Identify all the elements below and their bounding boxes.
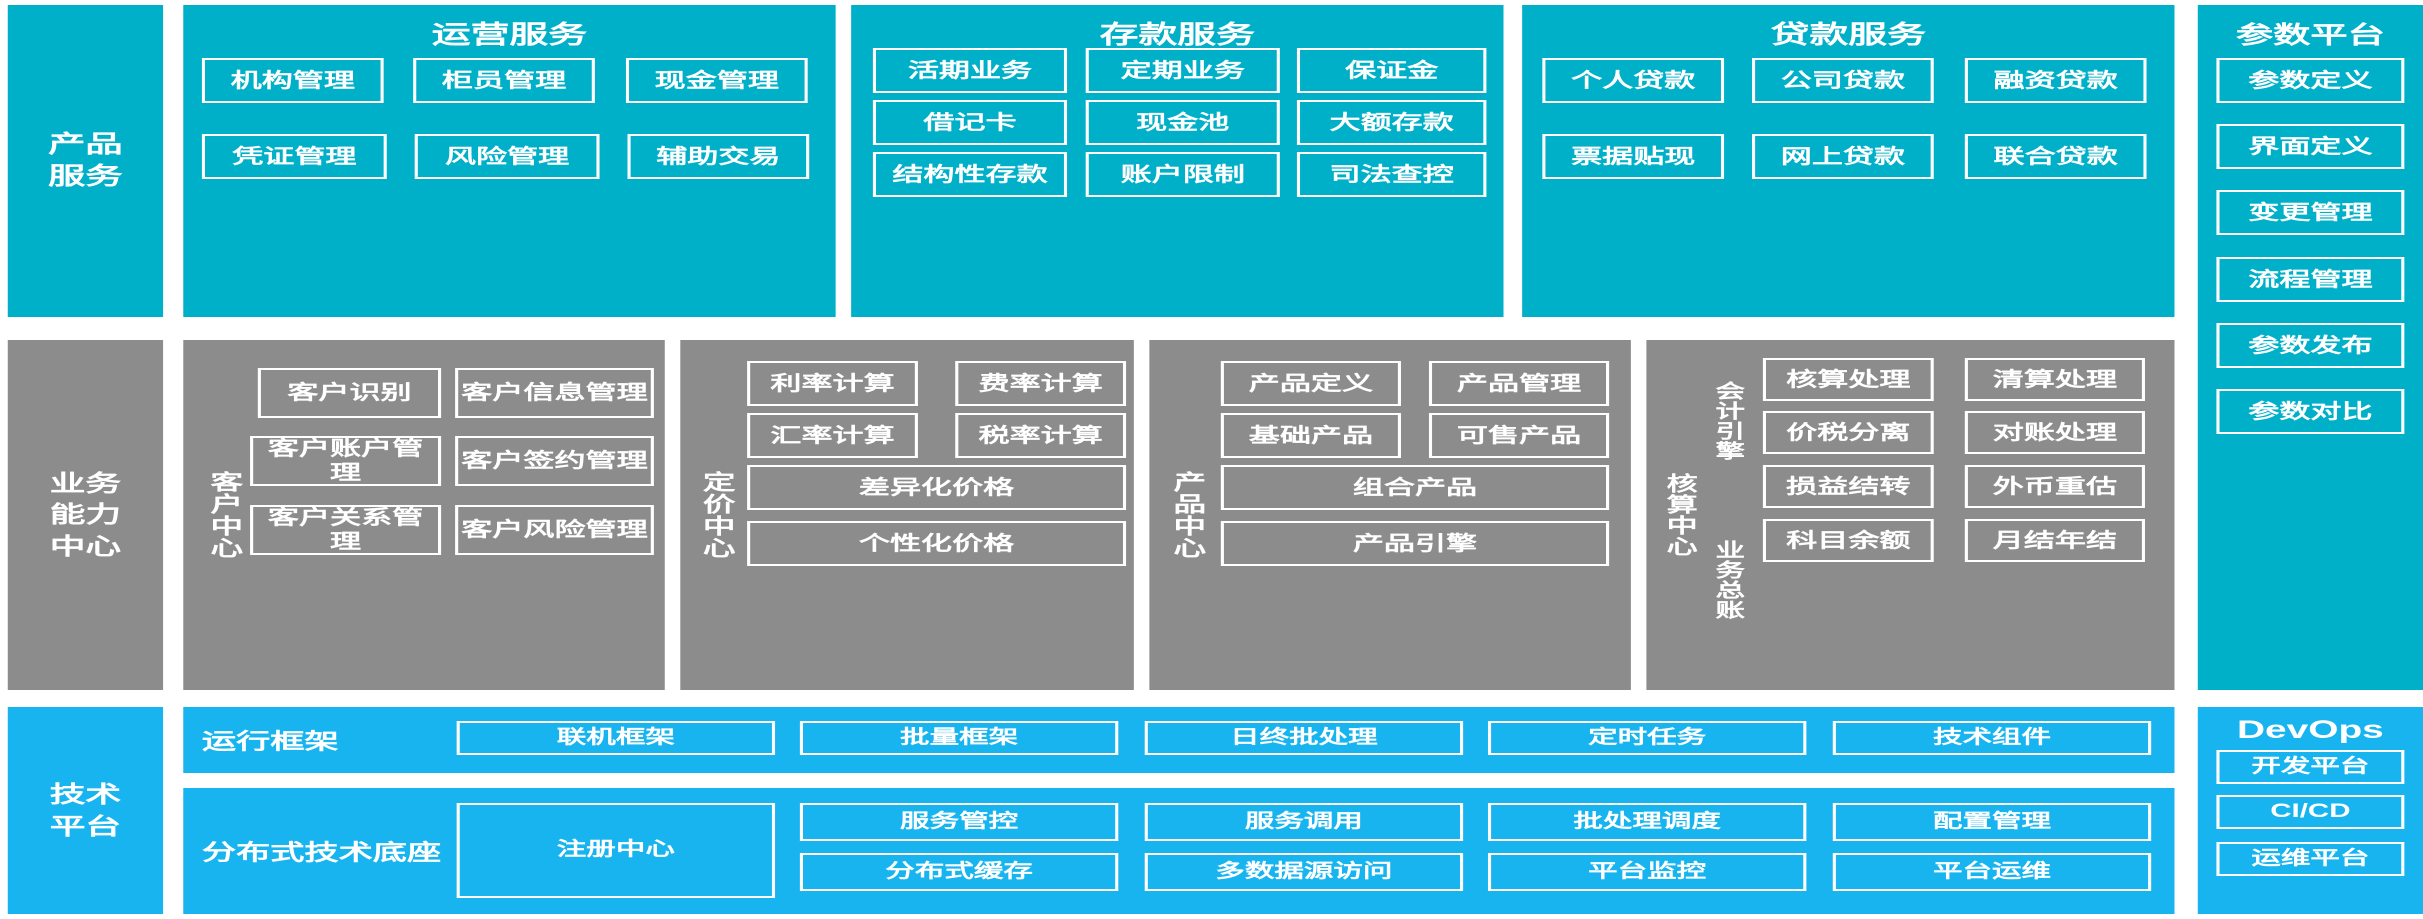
cell-accounting-5[interactable]: 外币重估 <box>1964 465 2145 508</box>
cell-product-0[interactable]: 产品定义 <box>1220 361 1401 406</box>
cell-pricing-5[interactable]: 个性化价格 <box>747 521 1127 566</box>
cell-parameter-4[interactable]: 参数发布 <box>2216 323 2405 368</box>
cell-deposit-0[interactable]: 活期业务 <box>872 48 1068 93</box>
cell-deposit-8[interactable]: 司法查控 <box>1296 152 1487 197</box>
cell-registry-center[interactable]: 注册中心 <box>456 803 776 898</box>
cell-runtime-1[interactable]: 批量框架 <box>799 721 1119 755</box>
cell-product-4[interactable]: 组合产品 <box>1220 465 1610 510</box>
cell-product-1[interactable]: 产品管理 <box>1428 361 1610 406</box>
cell-accounting-7[interactable]: 月结年结 <box>1964 519 2145 562</box>
cell-operations-1[interactable]: 柜员管理 <box>413 58 595 103</box>
cell-runtime-3[interactable]: 定时任务 <box>1487 721 1807 755</box>
group-title-deposit: 存款服务 <box>1099 21 1255 49</box>
cell-deposit-2[interactable]: 保证金 <box>1296 48 1487 93</box>
cell-pricing-4[interactable]: 差异化价格 <box>747 465 1127 510</box>
cell-parameter-5[interactable]: 参数对比 <box>2216 389 2405 434</box>
center-pricing-label: 定价中心 <box>698 471 735 559</box>
cell-deposit-1[interactable]: 定期业务 <box>1085 48 1280 93</box>
cell-customer-5[interactable]: 客户风险管理 <box>455 505 654 555</box>
cell-loan-3[interactable]: 票据贴现 <box>1542 134 1725 179</box>
cell-deposit-4[interactable]: 现金池 <box>1085 100 1280 145</box>
cell-deposit-6[interactable]: 结构性存款 <box>872 152 1068 197</box>
cell-loan-1[interactable]: 公司贷款 <box>1752 58 1934 103</box>
cell-deposit-3[interactable]: 借记卡 <box>872 100 1068 145</box>
cell-product-2[interactable]: 基础产品 <box>1220 413 1401 458</box>
cell-parameter-3[interactable]: 流程管理 <box>2216 257 2405 302</box>
cell-deposit-5[interactable]: 大额存款 <box>1296 100 1487 145</box>
cell-operations-4[interactable]: 风险管理 <box>414 134 600 179</box>
cell-pricing-3[interactable]: 税率计算 <box>955 413 1127 458</box>
accounting-sublabel-ledger: 业务总账 <box>1710 540 1744 620</box>
center-customer-label: 客户中心 <box>206 471 243 559</box>
parameter-platform-title: 参数平台 <box>2235 22 2385 49</box>
group-title-operations: 运营服务 <box>431 21 588 49</box>
cell-pricing-0[interactable]: 利率计算 <box>747 361 918 406</box>
cell-accounting-0[interactable]: 核算处理 <box>1762 358 1934 401</box>
accounting-sublabel-engine: 会计引擎 <box>1710 380 1744 461</box>
cell-customer-2[interactable]: 客户账户管理 <box>250 436 442 486</box>
cell-loan-5[interactable]: 联合贷款 <box>1964 134 2147 179</box>
center-accounting-label: 核算中心 <box>1661 473 1696 557</box>
cell-devops-0[interactable]: 开发平台 <box>2216 750 2405 784</box>
cell-operations-2[interactable]: 现金管理 <box>625 58 808 103</box>
cell-parameter-0[interactable]: 参数定义 <box>2216 58 2405 103</box>
cell-customer-1[interactable]: 客户信息管理 <box>455 368 654 418</box>
cell-customer-4[interactable]: 客户关系管理 <box>250 505 442 555</box>
cell-parameter-2[interactable]: 变更管理 <box>2216 190 2405 235</box>
cell-base-c2-r0[interactable]: 批处理调度 <box>1487 803 1807 841</box>
cell-base-c3-r1[interactable]: 平台运维 <box>1832 853 2152 891</box>
cell-operations-0[interactable]: 机构管理 <box>201 58 384 103</box>
cell-loan-2[interactable]: 融资贷款 <box>1964 58 2147 103</box>
section-runtime-framework-label: 运行框架 <box>201 729 339 754</box>
section-distributed-base-label: 分布式技术底座 <box>201 840 442 865</box>
devops-title: DevOps <box>2237 716 2384 744</box>
cell-base-c0-r0[interactable]: 服务管控 <box>799 803 1119 841</box>
row-label-business-capability: 业务 能力 中心 <box>7 340 164 690</box>
group-title-loan: 贷款服务 <box>1770 21 1926 49</box>
cell-parameter-1[interactable]: 界面定义 <box>2216 124 2405 169</box>
cell-product-5[interactable]: 产品引擎 <box>1220 521 1610 566</box>
cell-base-c1-r0[interactable]: 服务调用 <box>1144 803 1464 841</box>
cell-accounting-2[interactable]: 价税分离 <box>1762 411 1934 454</box>
cell-operations-5[interactable]: 辅助交易 <box>627 134 810 179</box>
cell-runtime-2[interactable]: 日终批处理 <box>1144 721 1464 755</box>
center-product-label: 产品中心 <box>1169 471 1206 559</box>
cell-customer-0[interactable]: 客户识别 <box>257 368 442 418</box>
cell-pricing-2[interactable]: 汇率计算 <box>747 413 918 458</box>
cell-accounting-3[interactable]: 对账处理 <box>1964 411 2145 454</box>
row-label-technical-platform: 技术 平台 <box>7 707 164 914</box>
cell-runtime-0[interactable]: 联机框架 <box>456 721 776 755</box>
cell-customer-3[interactable]: 客户签约管理 <box>455 436 654 486</box>
cell-pricing-1[interactable]: 费率计算 <box>955 361 1127 406</box>
cell-loan-0[interactable]: 个人贷款 <box>1542 58 1725 103</box>
cell-runtime-4[interactable]: 技术组件 <box>1832 721 2152 755</box>
cell-base-c2-r1[interactable]: 平台监控 <box>1487 853 1807 891</box>
row-label-product-service: 产品 服务 <box>7 5 164 317</box>
cell-devops-2[interactable]: 运维平台 <box>2216 842 2405 876</box>
cell-base-c1-r1[interactable]: 多数据源访问 <box>1144 853 1464 891</box>
cell-product-3[interactable]: 可售产品 <box>1428 413 1610 458</box>
cell-deposit-7[interactable]: 账户限制 <box>1085 152 1280 197</box>
cell-operations-3[interactable]: 凭证管理 <box>201 134 387 179</box>
cell-accounting-6[interactable]: 科目余额 <box>1762 519 1934 562</box>
cell-accounting-1[interactable]: 清算处理 <box>1964 358 2145 401</box>
cell-devops-1[interactable]: CI/CD <box>2216 795 2405 829</box>
cell-base-c3-r0[interactable]: 配置管理 <box>1832 803 2152 841</box>
cell-base-c0-r1[interactable]: 分布式缓存 <box>799 853 1119 891</box>
cell-accounting-4[interactable]: 损益结转 <box>1762 465 1934 508</box>
cell-loan-4[interactable]: 网上贷款 <box>1752 134 1934 179</box>
